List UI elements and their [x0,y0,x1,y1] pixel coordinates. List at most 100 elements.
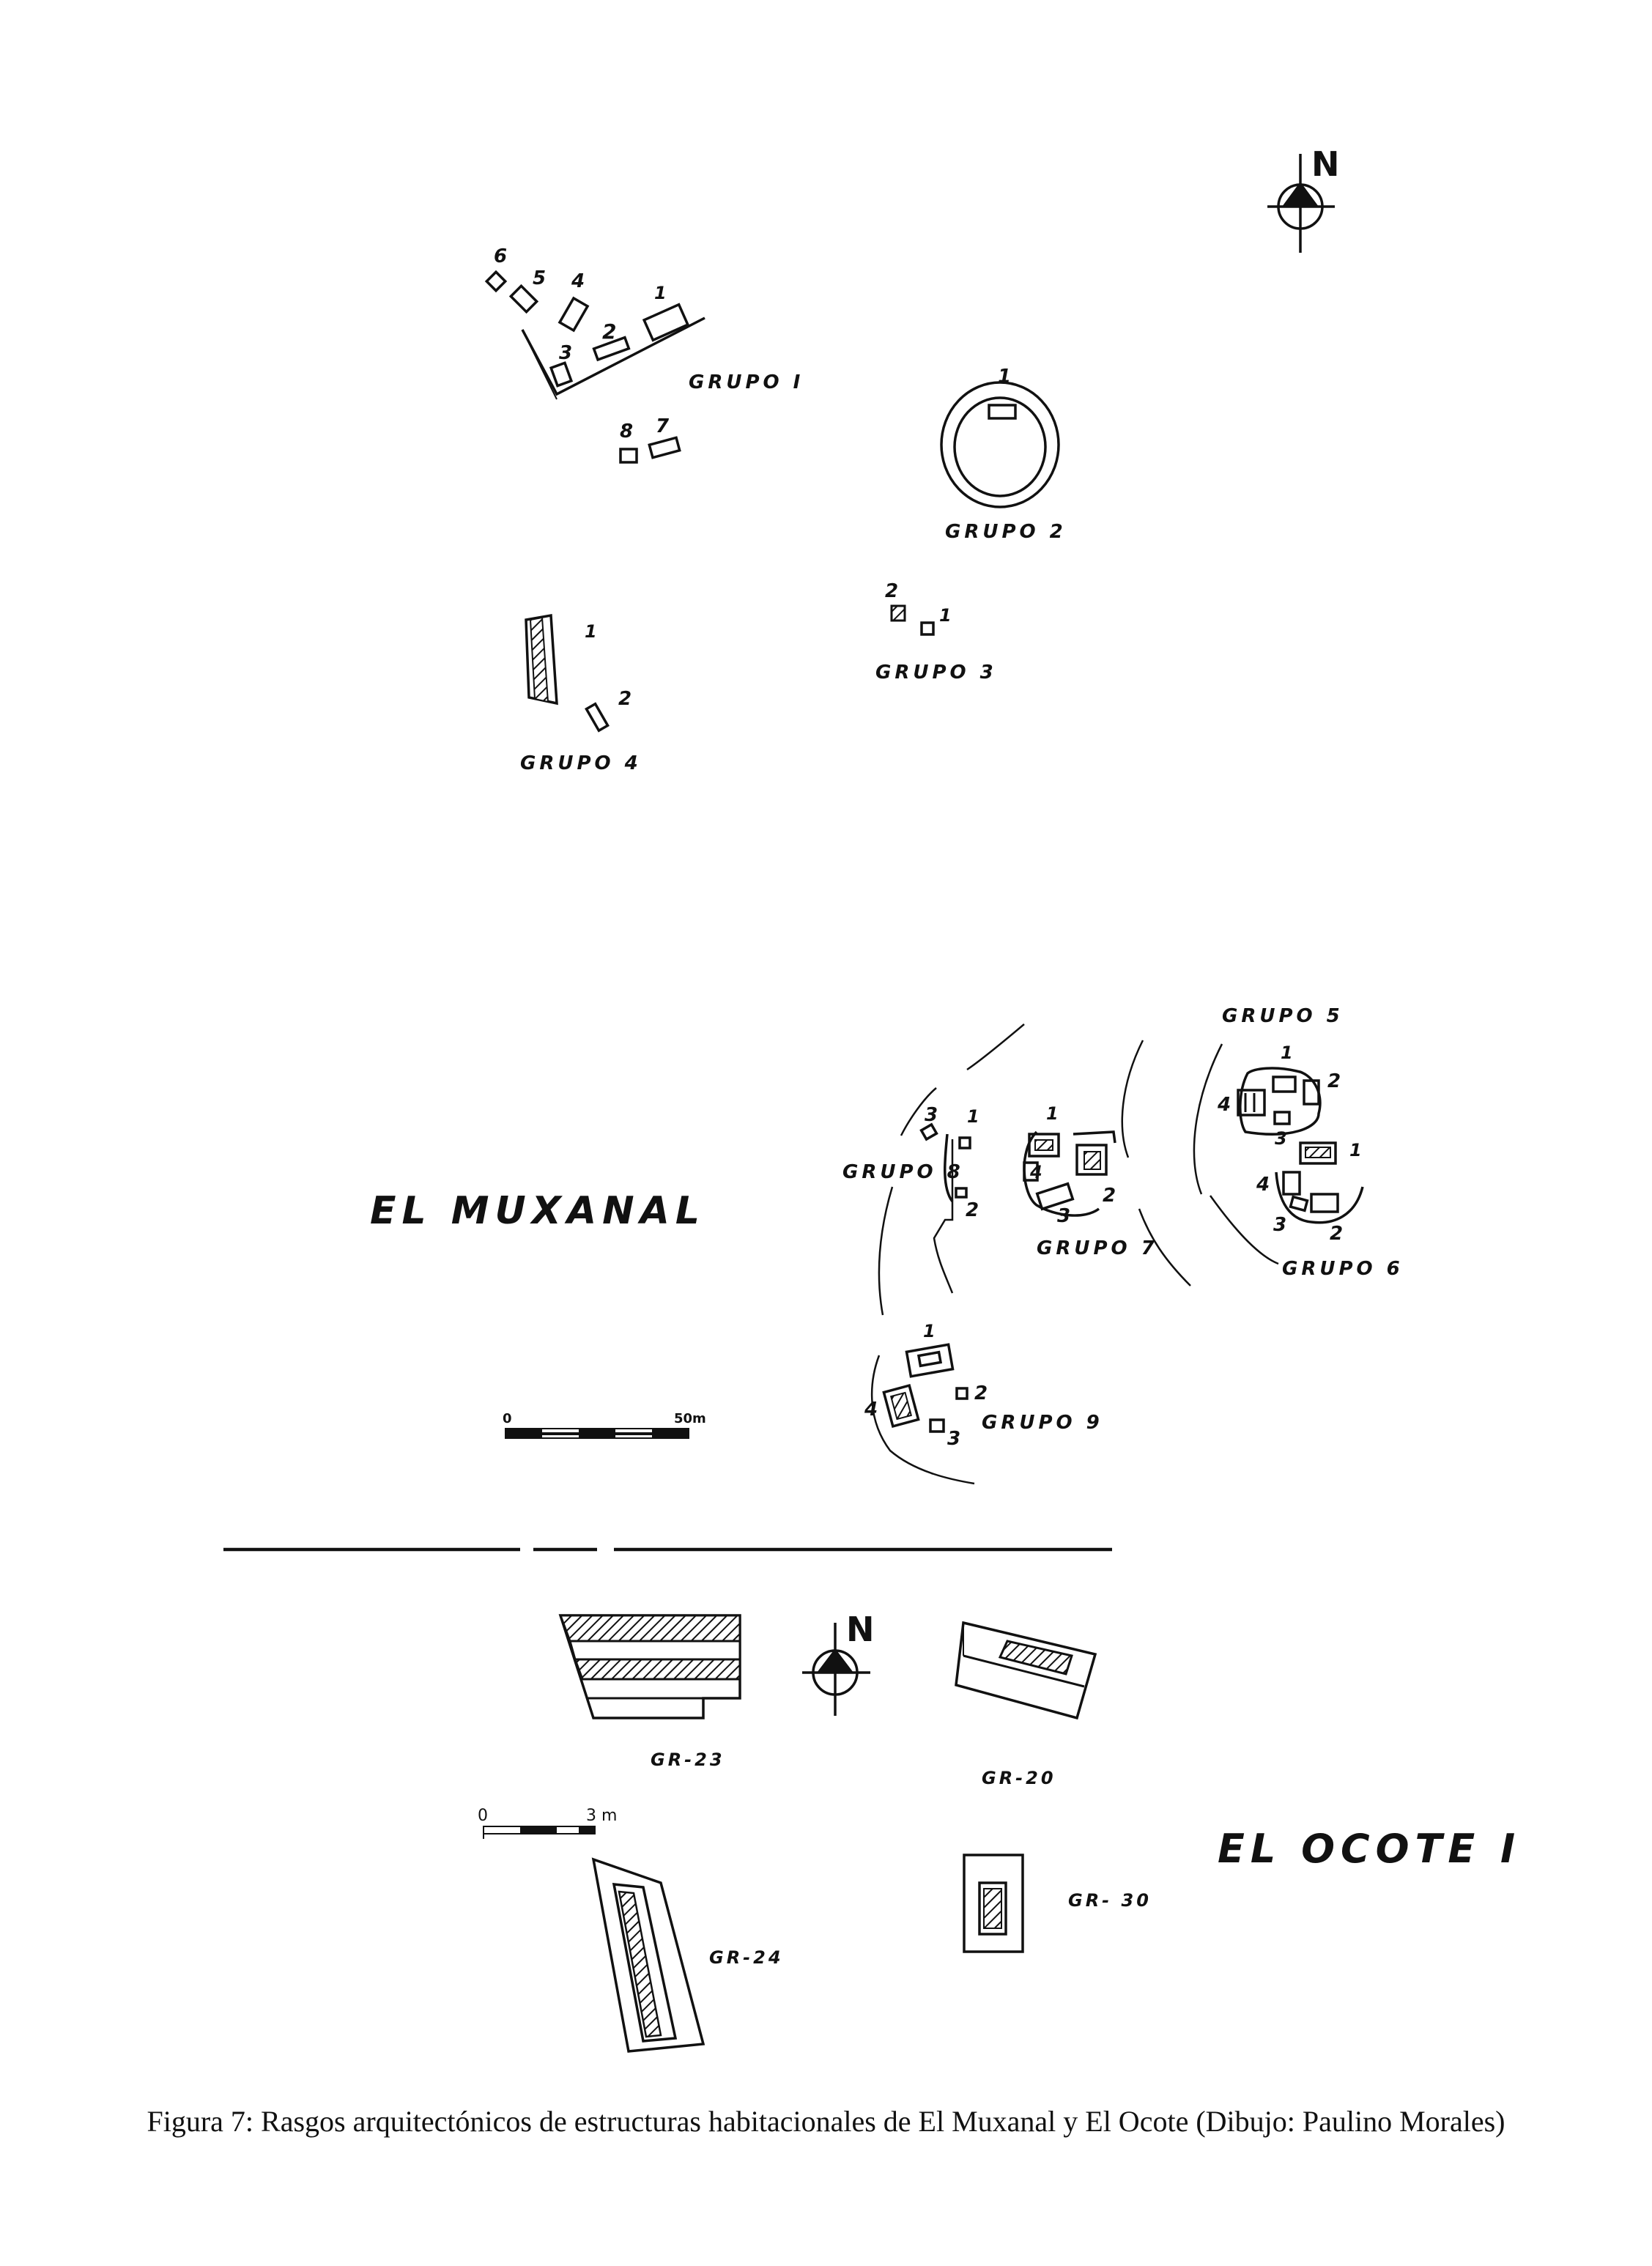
label-gr-20: GR-20 [982,1768,1056,1788]
site-label-ocote: EL OCOTE I [1218,1826,1521,1872]
scale-bar-ocote: 0 3 m [478,1807,617,1839]
north-arrow-bottom: N [802,1610,875,1716]
g9-label: GRUPO 9 [982,1412,1103,1434]
g3-num-1: 1 [939,605,952,626]
g7-num-3: 3 [1057,1205,1070,1227]
g6-num-4: 4 [1256,1174,1270,1196]
g8-num-2: 2 [966,1199,979,1221]
g7-label: GRUPO 7 [1037,1237,1158,1259]
g4-num-2: 2 [618,688,631,710]
g1-num-6: 6 [494,245,507,267]
structure-g7-2 [1075,1144,1108,1176]
structure-g1-5 [508,284,539,314]
structure-g2-1 [988,404,1017,420]
figure-caption: Figura 7: Rasgos arquitectónicos de estr… [147,2105,1505,2138]
g3-label: GRUPO 3 [875,662,997,684]
structure-g9-1 [905,1343,955,1378]
grupo-7: 1 2 3 4 GRUPO 7 [1023,1040,1191,1286]
grupo-5: 1 2 3 4 GRUPO 5 [1193,1005,1344,1195]
structure-g7-1 [1028,1133,1060,1158]
g2-num-1: 1 [998,366,1011,388]
site-label-muxanal: EL MUXANAL [370,1189,705,1233]
g8-num-1: 1 [967,1106,979,1127]
structure-g7-4 [1023,1161,1039,1182]
grupo-1: 1 2 3 4 5 6 7 8 GRUPO I [484,245,804,464]
structure-g8-1 [958,1136,971,1149]
g3-num-2: 2 [885,580,898,602]
scale-start-ocote: 0 [478,1807,488,1825]
label-gr-24: GR-24 [709,1947,784,1968]
structure-g5-3 [1273,1111,1291,1125]
structure-g5-2 [1303,1079,1320,1106]
g1-num-8: 8 [620,421,633,443]
g1-num-1: 1 [654,283,667,303]
scale-start-muxanal: 0 [503,1411,512,1426]
g1-num-3: 3 [559,342,572,364]
g9-num-2: 2 [974,1382,988,1404]
structure-g1-6 [484,270,508,293]
g6-label: GRUPO 6 [1282,1258,1404,1280]
structure-g6-2 [1310,1193,1339,1213]
g8-label: GRUPO 8 [842,1161,964,1183]
structure-g1-3 [549,361,574,388]
structure-g9-3 [929,1418,945,1433]
north-label: N [1311,144,1340,184]
structure-g7-3 [1035,1182,1075,1211]
north-arrow-top: N [1267,144,1340,253]
g6-num-1: 1 [1349,1140,1362,1160]
g7-num-2: 2 [1103,1185,1116,1207]
structure-g3-2 [890,604,906,622]
structure-g5-1 [1272,1075,1297,1093]
structure-g6-4 [1282,1171,1301,1196]
structure-g3-1 [920,621,935,636]
scale-bar-muxanal: 0 50m [503,1411,706,1439]
g4-label: GRUPO 4 [520,752,642,774]
structure-gr-23: GR-23 [558,1614,741,1770]
structure-gr-30: GR- 30 [963,1854,1152,1953]
grupo-2: 1 GRUPO 2 [940,366,1067,543]
structure-g6-1 [1299,1141,1337,1165]
scale-end-ocote: 3 m [586,1807,617,1825]
grupo-3: 2 1 GRUPO 3 [875,580,997,684]
label-gr-23: GR-23 [651,1750,725,1770]
structure-g9-2 [955,1387,968,1400]
g7-num-1: 1 [1046,1103,1059,1124]
grupo-6: 1 2 3 4 GRUPO 6 [1209,1140,1404,1280]
structure-g1-7 [648,436,681,459]
g1-label: GRUPO I [689,371,804,393]
g8-num-3: 3 [925,1104,938,1126]
g6-num-2: 2 [1330,1223,1343,1245]
g9-num-1: 1 [923,1321,936,1341]
structure-g1-2 [592,336,631,362]
grupo-9: 1 2 3 4 GRUPO 9 [864,1321,1103,1485]
g9-num-3: 3 [947,1428,960,1450]
g1-num-4: 4 [571,270,585,292]
label-gr-30: GR- 30 [1068,1890,1152,1911]
structure-g4-2 [585,702,610,733]
g5-label: GRUPO 5 [1222,1005,1344,1027]
g7-num-4: 4 [1029,1162,1042,1182]
scale-end-muxanal: 50m [674,1411,706,1426]
g5-num-1: 1 [1281,1043,1293,1063]
g5-num-4: 4 [1217,1094,1231,1116]
grupo-8: 1 2 3 GRUPO 8 [842,1023,1025,1316]
g6-num-3: 3 [1273,1214,1286,1236]
grupo-4: 1 2 GRUPO 4 [520,613,642,774]
structure-g9-4 [882,1384,920,1428]
structure-g1-4 [558,296,590,333]
structure-g6-3 [1289,1195,1309,1212]
structure-gr-24: GR-24 [591,1857,784,2053]
g4-num-1: 1 [585,621,597,642]
g1-num-5: 5 [533,267,546,289]
g2-label: GRUPO 2 [945,521,1067,543]
g5-num-2: 2 [1327,1070,1341,1092]
structure-g1-8 [619,448,638,464]
g9-num-4: 4 [864,1399,878,1421]
g1-num-7: 7 [656,415,670,437]
g5-num-3: 3 [1275,1128,1287,1149]
structure-g8-2 [955,1187,968,1199]
north-label-bottom: N [846,1610,875,1649]
structure-g8-3 [919,1122,938,1141]
structure-g5-4 [1237,1089,1266,1117]
